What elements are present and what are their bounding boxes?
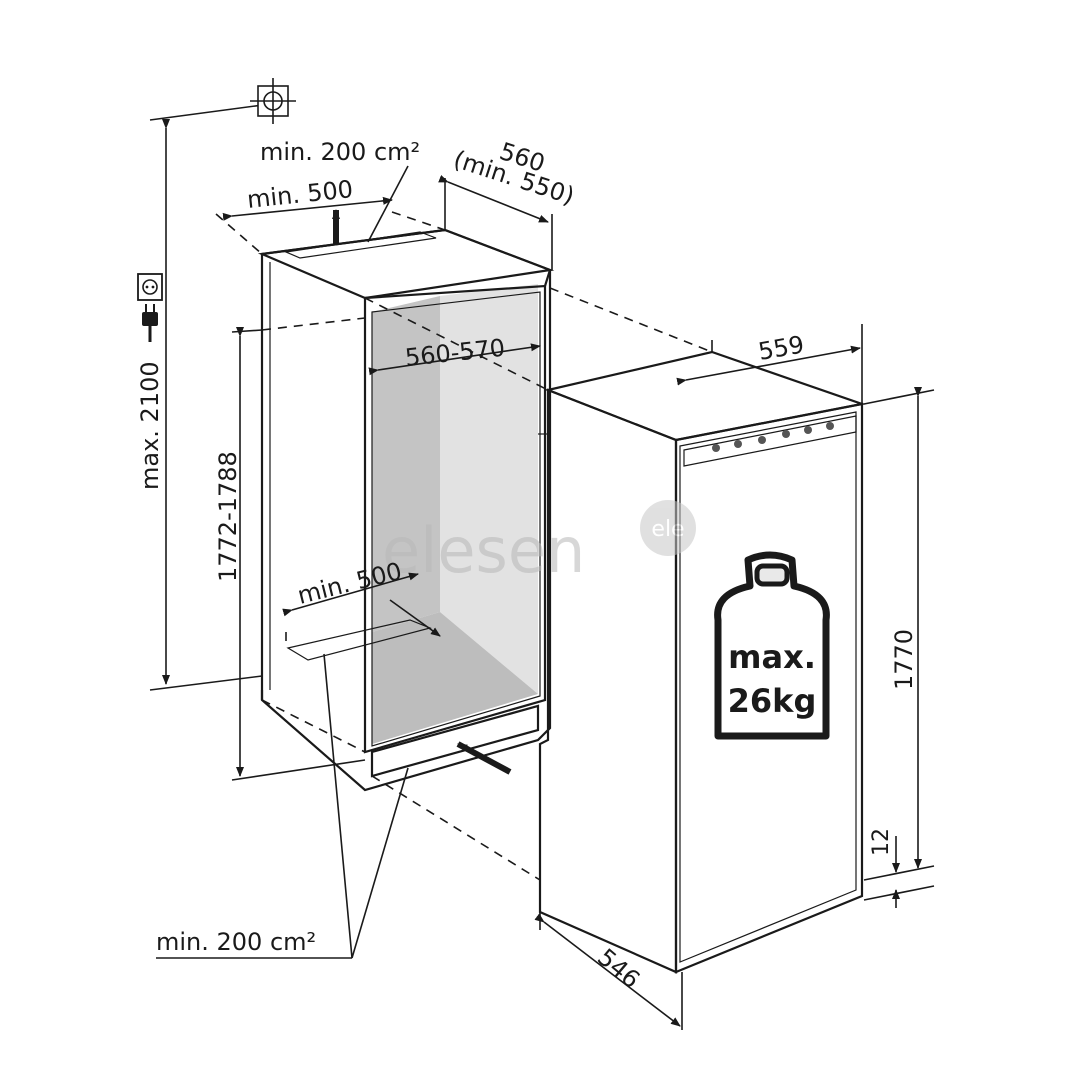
niche-cavity-back xyxy=(372,296,440,632)
niche-cavity-floor xyxy=(372,612,538,744)
weight-line-1: max. xyxy=(728,638,816,676)
label-max-height: max. 2100 xyxy=(136,361,164,490)
watermark-text: elesen xyxy=(382,514,585,587)
label-appliance-depth: 546 xyxy=(592,943,645,994)
appliance-top xyxy=(544,350,867,442)
bottom-plinth-vent xyxy=(370,704,540,778)
label-appliance-width: 559 xyxy=(756,330,806,366)
label-top-vent-area: min. 200 cm² xyxy=(260,138,420,166)
label-appliance-gap: 12 xyxy=(869,828,894,856)
weight-icon: max. 26kg xyxy=(714,551,830,740)
label-bottom-vent-area: min. 200 cm² xyxy=(156,928,316,956)
crosshair-plumb-icon xyxy=(250,78,296,124)
label-niche-height: 1772-1788 xyxy=(214,451,242,582)
control-panel xyxy=(683,415,857,467)
electrical-socket-icon xyxy=(137,273,163,301)
niche-cavity-right-wall xyxy=(440,284,538,694)
dimension-lines xyxy=(149,103,935,1030)
label-top-vent-depth: min. 500 xyxy=(246,175,355,214)
weight-line-2: 26kg xyxy=(728,682,817,720)
power-plug-icon xyxy=(142,304,158,342)
watermark-badge: ele xyxy=(651,517,684,542)
top-vent-opening xyxy=(283,231,437,259)
appliance-side xyxy=(538,388,678,974)
appliance-front xyxy=(674,402,864,974)
niche-cabinet xyxy=(257,228,555,792)
label-appliance-height: 1770 xyxy=(890,629,918,690)
watermark: elesen ele xyxy=(382,500,696,587)
